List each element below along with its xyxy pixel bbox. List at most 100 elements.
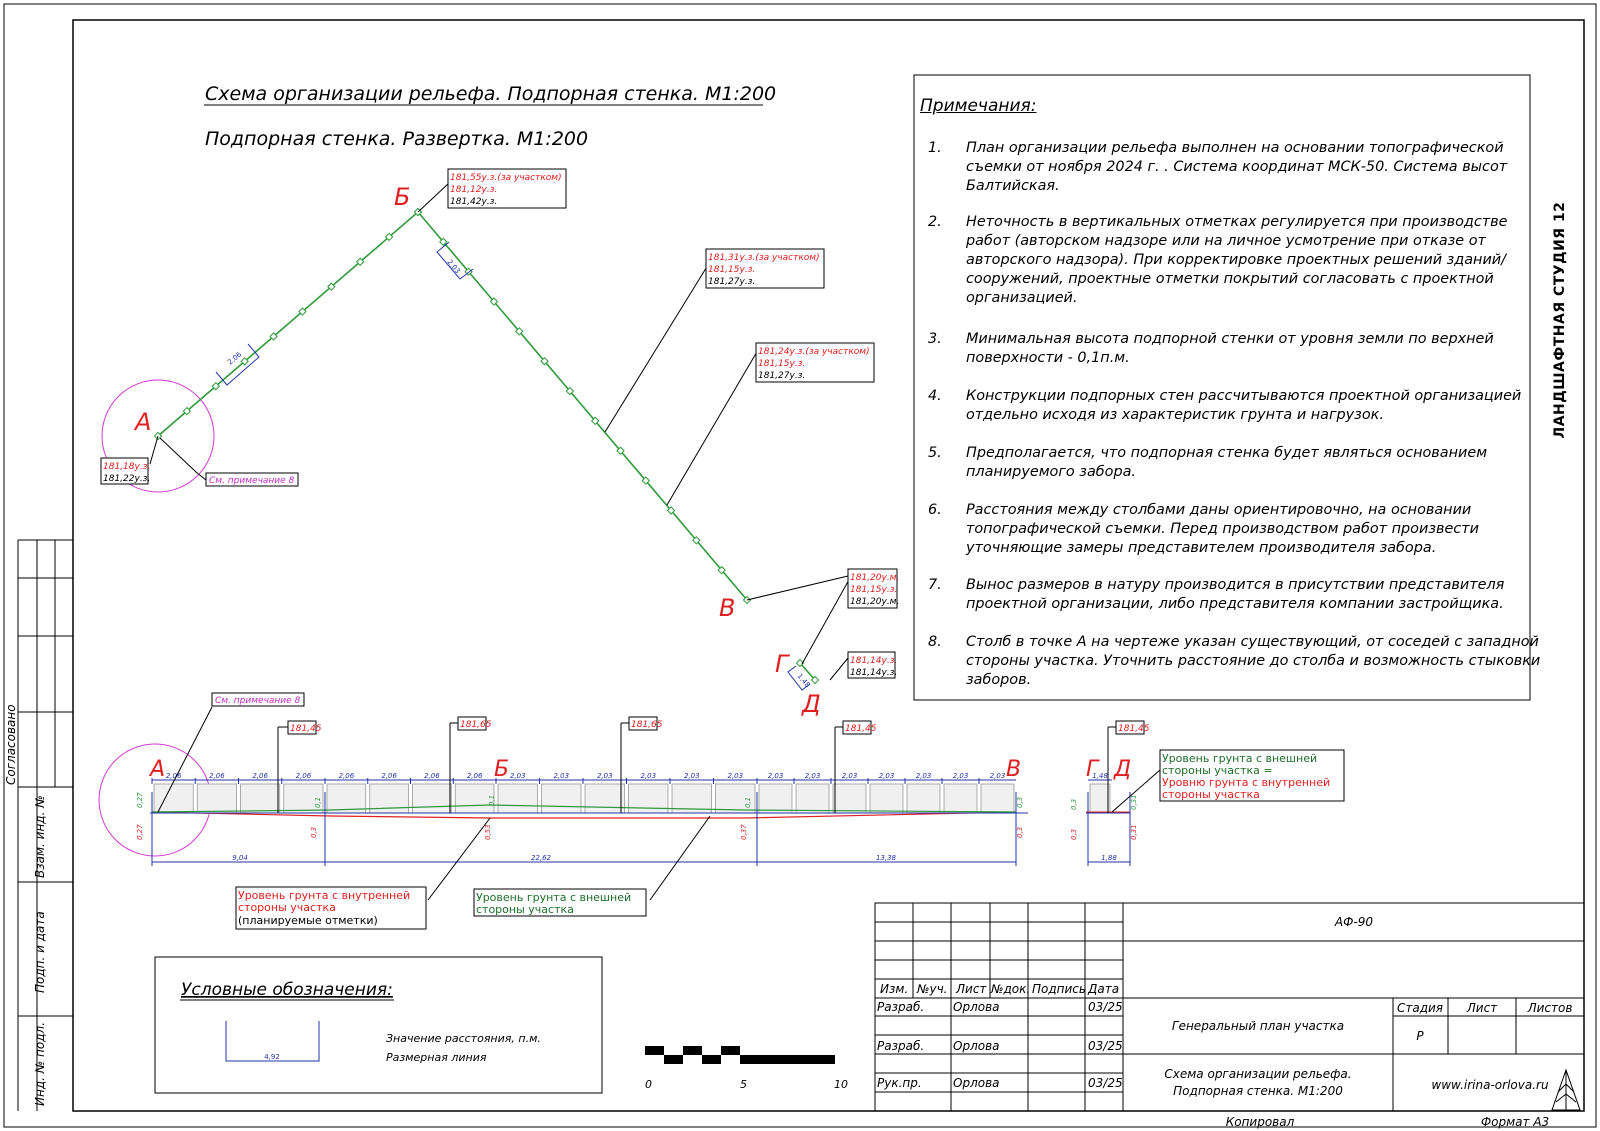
fence-panel (584, 783, 625, 814)
callout-v-red-1: 181,20у.м. (850, 573, 899, 583)
fence-panel (497, 783, 538, 814)
stamp-stage: Р (1416, 1029, 1424, 1043)
stamp-h-ndok: №док. (990, 982, 1030, 996)
fence-panel (869, 783, 904, 814)
stamp-sheets-h: Листов (1527, 1001, 1573, 1015)
stamp-name-2: Орлова (953, 1039, 1000, 1053)
note-number: 2. (928, 214, 942, 230)
studio-name: ЛАНДШАФТНАЯ СТУДИЯ 12 (1552, 201, 1568, 439)
scale-0: 0 (645, 1078, 652, 1091)
wall-post (717, 565, 726, 575)
callout-v-red-2: 181,15у.з. (850, 585, 897, 595)
note-text: Вынос размеров в натуру производится в п… (966, 577, 1505, 612)
studio-logo-icon (1551, 1068, 1581, 1111)
top-mark-1: 181,45 (290, 724, 322, 734)
wall-post (211, 381, 221, 391)
stamp-sheet-h: Лист (1466, 1001, 1498, 1015)
span-label: 2,03 (768, 772, 784, 780)
callout-v-black: 181,20у.м. (850, 597, 899, 607)
legend-outer-1: Уровень грунта с внешней (476, 891, 631, 904)
top-mark-4: 181,45 (845, 724, 877, 734)
callout-a-red: 181,18у.з. (103, 462, 150, 472)
stamp-name-3: Орлова (953, 1076, 1000, 1090)
side-agreed: Согласовано (4, 704, 18, 785)
span-label: 2,06 (424, 772, 440, 780)
fence-panel-gd (1089, 783, 1111, 814)
span-label: 2,03 (727, 772, 743, 780)
elev-point-d: Д (1113, 757, 1131, 782)
span-label: 2,03 (510, 772, 526, 780)
wall-post (810, 675, 820, 685)
note-text: Предполагается, что подпорная стенка буд… (966, 445, 1488, 480)
note-number: 4. (928, 388, 942, 404)
side-podp: Подп. и дата (33, 911, 47, 993)
callout-d-black: 181,14у.з. (850, 668, 897, 678)
fence-panel (196, 783, 237, 814)
span-gd-label: 1,48 (1092, 772, 1108, 780)
stamp-h-list: Лист (955, 982, 987, 996)
v-red-left: 0,27 (136, 824, 144, 840)
callout-d-red: 181,14у.з. (850, 656, 897, 666)
wall-post (666, 506, 676, 515)
legend-gd-2: стороны участка = (1162, 764, 1273, 777)
v-green-d: 0,31 (1130, 794, 1138, 810)
stamp-role-3: Рук.пр. (877, 1076, 922, 1090)
v-red-p3: 0,37 (740, 824, 748, 840)
dim-gd-value: 1,48 (795, 672, 811, 689)
scale-10: 10 (834, 1078, 848, 1091)
fence-panel (283, 783, 324, 814)
legend-outer-2: стороны участка (476, 903, 574, 916)
v-green-p1: 0,1 (314, 797, 322, 808)
total-vx: 13,38 (876, 854, 897, 862)
top-mark-2: 181,65 (460, 720, 492, 730)
wall-post (384, 232, 394, 242)
wall-post (514, 327, 524, 336)
callout-b2-red-1: 181,24у.з.(за участком) (758, 347, 870, 357)
point-a-label: А (133, 408, 151, 436)
top-mark-3: 181,65 (631, 720, 663, 730)
v-green-right: 0,3 (1016, 797, 1024, 808)
note-text: Конструкции подпорных стен рассчитываютс… (966, 388, 1522, 423)
stamp-date-1: 03/25 (1088, 1000, 1123, 1014)
callout-a-black: 181,22у.з. (103, 474, 150, 484)
callout-b1-red-2: 181,15у.з. (708, 265, 755, 275)
callout-b2-red-2: 181,15у.з. (758, 359, 805, 369)
point-g-label: Г (775, 650, 790, 678)
wall-post (590, 416, 600, 426)
wall-post (540, 356, 549, 366)
callout-b-black: 181,42у.з. (450, 197, 497, 207)
point-d-label: Д (801, 690, 821, 718)
legend-inner-2: стороны участка (238, 901, 336, 914)
wall-post (298, 307, 307, 316)
legend-line-1: Значение расстояния, п.м. (386, 1032, 541, 1045)
legend-dimension-sample (225, 1021, 320, 1062)
stamp-role-2: Разраб. (877, 1039, 924, 1053)
legend-inner-1: Уровень грунта с внутренней (238, 889, 410, 902)
note-text: Столб в точке А на чертеже указан сущест… (966, 634, 1541, 688)
stamp-h-podpis: Подпись (1032, 982, 1086, 996)
wall-post (269, 332, 278, 341)
stamp-date-2: 03/25 (1088, 1039, 1123, 1053)
wall-post (240, 357, 249, 366)
point-v-label: В (719, 594, 735, 622)
note-text: План организации рельефа выполнен на осн… (966, 140, 1508, 194)
stamp-h-nuch: №уч. (916, 982, 948, 996)
stamp-h-izm: Изм. (880, 982, 908, 996)
fence-panel (795, 783, 830, 814)
callout-b1-black: 181,27у.з. (708, 277, 755, 287)
span-label: 2,06 (339, 772, 355, 780)
span-label: 2,03 (990, 772, 1006, 780)
span-label: 2,06 (381, 772, 397, 780)
elev-point-a: А (148, 757, 165, 782)
fence-panel (832, 783, 867, 814)
point-b-label: Б (394, 183, 410, 211)
legend-sample-value: 4,92 (264, 1053, 280, 1061)
v-green-left: 0,27 (136, 792, 144, 808)
v-red-g: 0,3 (1070, 829, 1078, 840)
fence-panel (326, 783, 367, 814)
stamp-code: АФ-90 (1334, 915, 1374, 929)
note-text: Расстояния между столбами даны ориентиро… (966, 502, 1479, 556)
main-title: Схема организации рельефа. Подпорная сте… (205, 83, 776, 105)
callout-b2-black: 181,27у.з. (758, 371, 805, 381)
